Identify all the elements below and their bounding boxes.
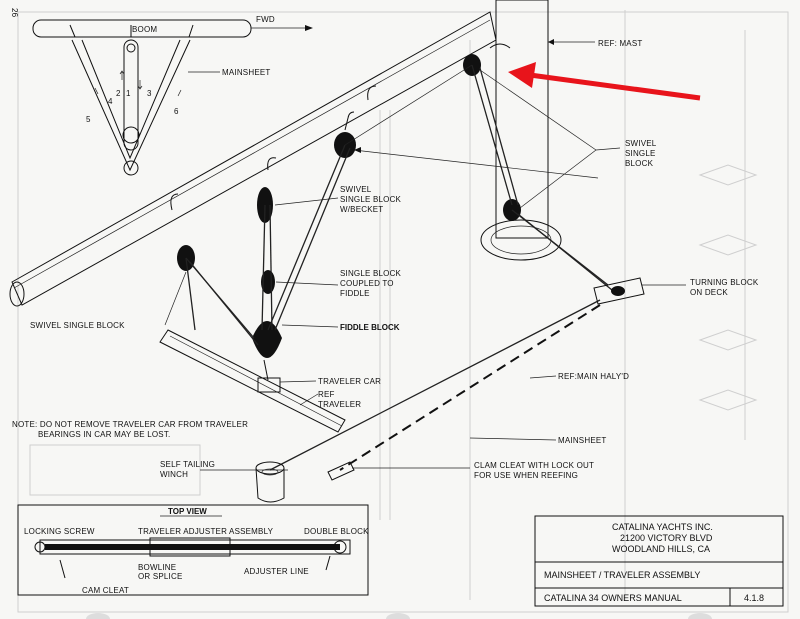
red-arrow-icon — [508, 62, 701, 101]
locking-screw-label: LOCKING SCREW — [24, 527, 95, 536]
turning-block — [593, 277, 645, 305]
leader-lines — [164, 69, 686, 471]
fiddle-block-label: FIDDLE BLOCK — [340, 323, 400, 332]
mainsheet-bottom-label: MAINSHEET — [558, 436, 606, 445]
manual-title: CATALINA 34 OWNERS MANUAL — [544, 593, 682, 603]
mast: REF: MAST — [480, 0, 642, 261]
seq-number-2: 2 — [116, 89, 121, 98]
company-address-1: 21200 VICTORY BLVD — [620, 533, 713, 543]
traveler-track — [159, 329, 346, 433]
top-view-title: TOP VIEW — [168, 507, 207, 516]
traveler-adjuster-label: TRAVELER ADJUSTER ASSEMBLY — [138, 527, 274, 536]
company-address-2: WOODLAND HILLS, CA — [612, 544, 710, 554]
top-view-inset: TOP VIEW LOCKING SCREW TRAVELER ADJUSTER… — [17, 504, 369, 596]
boom-inset: BOOM FWD MAINSHEET 1 2 3 4 5 6 — [32, 15, 313, 176]
adjuster-line-label: ADJUSTER LINE — [244, 567, 309, 576]
binder-holes — [86, 613, 712, 619]
seq-number-1: 1 — [126, 89, 131, 98]
section-number: 4.1.8 — [744, 593, 764, 603]
inset-boom — [32, 19, 252, 38]
fwd-label: FWD — [256, 15, 275, 24]
self-tailing-winch — [255, 461, 285, 503]
seq-number-3: 3 — [147, 89, 152, 98]
clam-cleat — [327, 461, 355, 481]
swivel-single-block-left-label: SWIVEL SINGLE BLOCK — [30, 321, 125, 330]
ref-main-halyd-label: REF:MAIN HALY'D — [558, 372, 629, 381]
double-block-label: DOUBLE BLOCK — [304, 527, 369, 536]
mainsheet-rope — [185, 64, 613, 471]
cam-cleat-label: CAM CLEAT — [82, 586, 129, 595]
company-name: CATALINA YACHTS INC. — [612, 522, 713, 532]
traveler-car-label: TRAVELER CAR — [318, 377, 381, 386]
bleed-through-background — [17, 10, 789, 613]
seq-number-6: 6 — [174, 107, 179, 116]
page-number: 26 — [10, 8, 19, 18]
title-block: CATALINA YACHTS INC. 21200 VICTORY BLVD … — [534, 515, 784, 607]
mainsheet-top-label: MAINSHEET — [222, 68, 270, 77]
drawing-title: MAINSHEET / TRAVELER ASSEMBLY — [544, 570, 700, 580]
seq-number-5: 5 — [86, 115, 91, 124]
seq-number-4: 4 — [108, 97, 113, 106]
main-boom — [9, 11, 497, 307]
ref-mast-label: REF: MAST — [598, 39, 642, 48]
note-label: NOTE: DO NOT REMOVE TRAVELER CAR FROM TR… — [12, 420, 248, 439]
boom-label: BOOM — [132, 25, 157, 34]
